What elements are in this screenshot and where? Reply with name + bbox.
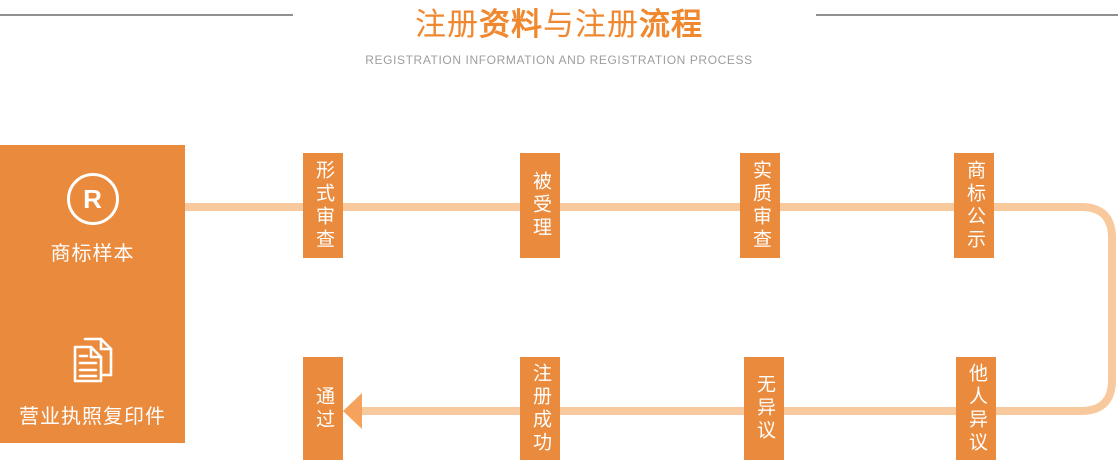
title-segment: 与注册 bbox=[543, 7, 639, 42]
title-segment: 注册 bbox=[415, 7, 479, 42]
documents-icon bbox=[73, 337, 112, 383]
materials-panel: R 商标样本 营业执照复印件 bbox=[0, 145, 185, 443]
flow-step-trademark-publication: 商标公示 bbox=[954, 153, 994, 258]
flow-step-formal-examination: 形式审查 bbox=[303, 153, 343, 258]
arrow-head-icon bbox=[343, 393, 362, 429]
flow-step-registration-success: 注册成功 bbox=[520, 357, 560, 460]
flow-step-accepted: 被受理 bbox=[520, 153, 560, 258]
title-divider-left bbox=[0, 14, 293, 16]
flow-step-passed: 通过 bbox=[303, 357, 343, 460]
registered-symbol: R bbox=[83, 183, 102, 214]
trademark-sample-label: 商标样本 bbox=[50, 243, 135, 265]
section-subtitle: REGISTRATION INFORMATION AND REGISTRATIO… bbox=[365, 53, 753, 67]
flow-step-no-objection: 无异议 bbox=[744, 357, 784, 460]
registered-trademark-icon: R bbox=[66, 173, 119, 225]
business-license-label: 营业执照复印件 bbox=[19, 406, 166, 428]
section-title: 注册资料与注册流程 bbox=[0, 2, 1118, 48]
title-divider-right bbox=[816, 14, 1118, 16]
title-segment: 资料 bbox=[479, 7, 543, 42]
flow-path bbox=[185, 203, 1116, 415]
flow-step-others-objection: 他人异议 bbox=[956, 357, 996, 460]
title-segment: 流程 bbox=[639, 7, 703, 42]
flow-step-substantive-examination: 实质审查 bbox=[740, 153, 780, 258]
